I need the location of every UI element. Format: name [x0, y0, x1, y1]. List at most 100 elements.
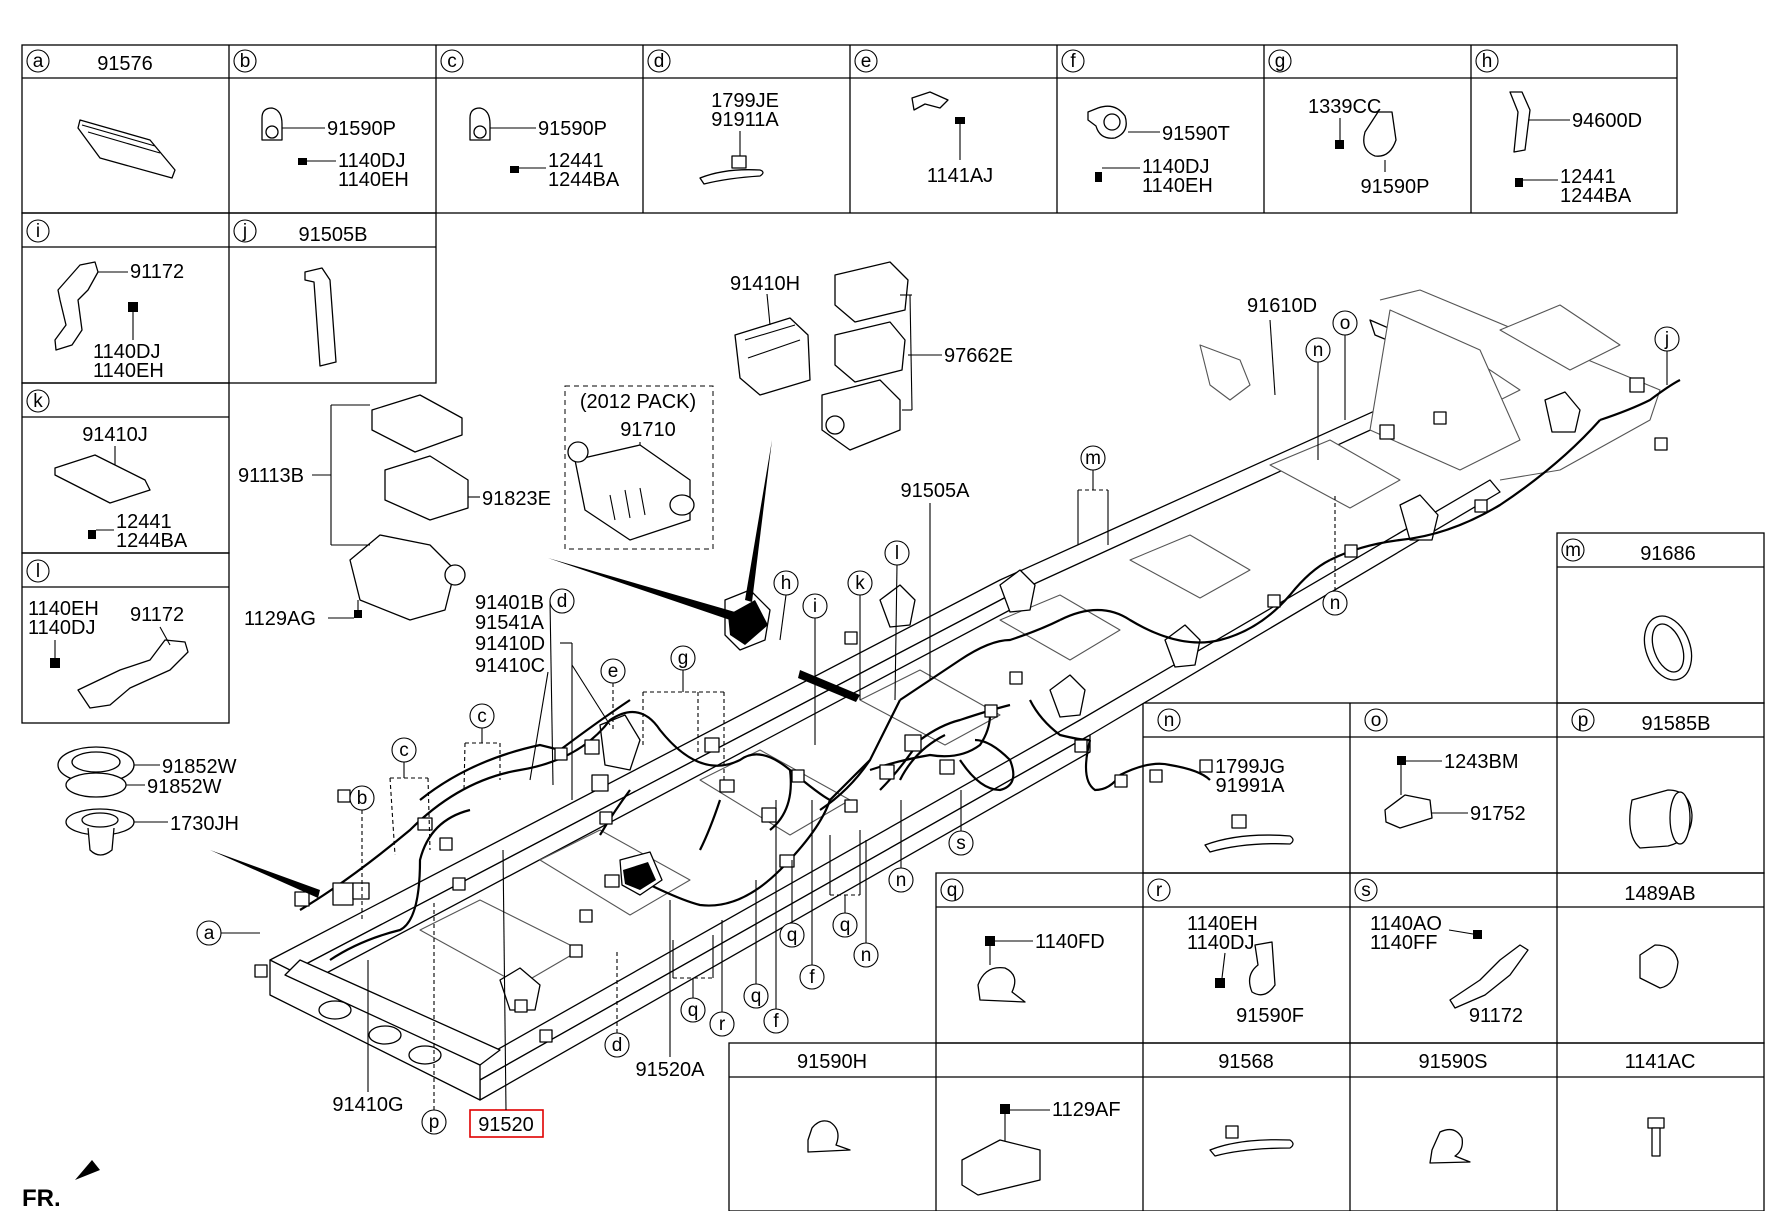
label-91401b: 91401B [475, 592, 544, 614]
bracket-part [1449, 944, 1529, 1009]
grid-cell-g: g 1339CC 91590P [1268, 49, 1430, 198]
front-marker: FR. [22, 1185, 61, 1211]
svg-text:l: l [895, 543, 899, 564]
svg-text:1140DJ: 1140DJ [338, 150, 405, 172]
svg-text:h: h [781, 573, 792, 594]
grid-cell-1129af: 1129AF [961, 1099, 1121, 1196]
svg-text:q: q [787, 925, 798, 946]
label-97662e: 97662E [944, 345, 1013, 367]
svg-text:1244BA: 1244BA [548, 169, 620, 191]
svg-text:n: n [1164, 710, 1175, 731]
svg-text:g: g [678, 648, 689, 669]
wire-harness [254, 377, 1681, 1043]
weatherstrip-part [77, 119, 176, 179]
grid-cell-b: b 91590P 1140DJ 1140EH [233, 49, 409, 191]
svg-text:91911A: 91911A [711, 109, 779, 131]
grid-cell-j: j 91505B [233, 219, 367, 367]
grid-cell-a: a 91576 [26, 49, 176, 179]
svg-text:91752: 91752 [1470, 803, 1526, 825]
label-91505a: 91505A [901, 480, 971, 502]
svg-text:1141AJ: 1141AJ [927, 165, 993, 187]
cell-letter-a: a [33, 51, 44, 72]
svg-text:1140EH: 1140EH [1187, 913, 1258, 935]
bracket-part [1509, 91, 1531, 153]
grid-cell-91590s: 91590S [1419, 1051, 1487, 1164]
pack-2012-group: (2012 PACK) 91710 [564, 385, 714, 550]
svg-text:d: d [557, 591, 568, 612]
svg-text:91590T: 91590T [1162, 123, 1230, 145]
grid-cell-c: c 91590P 12441 1244BA [440, 49, 620, 191]
clamp-part [1639, 944, 1679, 989]
svg-text:1140DJ: 1140DJ [28, 617, 95, 639]
svg-text:q: q [947, 880, 958, 901]
label-91610d: 91610D [1247, 295, 1317, 317]
clamp-part [807, 1120, 851, 1153]
grid-cell-m: m 91686 [1561, 538, 1696, 681]
svg-text:1140AO: 1140AO [1370, 913, 1442, 935]
svg-text:s: s [1361, 880, 1371, 901]
svg-text:k: k [33, 391, 43, 412]
svg-text:c: c [477, 706, 487, 727]
svg-text:91172: 91172 [130, 261, 184, 283]
bracket-part [54, 454, 151, 504]
svg-text:q: q [840, 915, 851, 936]
svg-text:1140EH: 1140EH [1142, 175, 1213, 197]
module-91710 [574, 444, 691, 541]
svg-text:1339CC: 1339CC [1308, 96, 1381, 118]
svg-text:1140DJ: 1140DJ [1187, 932, 1254, 954]
svg-text:1140EH: 1140EH [338, 169, 409, 191]
label-91410h: 91410H [730, 273, 800, 295]
grid-cell-91568: 91568 [1209, 1051, 1294, 1157]
parts-grid-right [728, 532, 1765, 1212]
label-91520a: 91520A [636, 1059, 706, 1081]
svg-text:f: f [1070, 51, 1076, 72]
bracket-part [911, 91, 949, 111]
svg-text:1141AC: 1141AC [1625, 1051, 1696, 1073]
svg-text:b: b [357, 788, 368, 809]
clamp-part [977, 966, 1026, 1003]
grid-cell-l: l 1140EH 1140DJ 91172 [26, 559, 189, 709]
svg-text:1140DJ: 1140DJ [1142, 156, 1209, 178]
relay-box-group: 91410H 97662E [730, 261, 1013, 451]
svg-text:n: n [1330, 593, 1341, 614]
svg-text:c: c [399, 740, 409, 761]
svg-text:m: m [1565, 540, 1581, 561]
svg-text:94600D: 94600D [1572, 110, 1642, 132]
svg-text:b: b [240, 51, 251, 72]
label-91823e: 91823E [482, 488, 551, 510]
pointer-wedges [75, 440, 860, 1180]
main-part-labels: 91401B 91541A 91410D 91410C 91410G 91520… [22, 295, 1317, 1212]
label-91852w-b: 91852W [147, 776, 222, 798]
label-91410d: 91410D [475, 633, 545, 655]
grid-cell-e: e 1141AJ [854, 49, 993, 187]
svg-text:i: i [813, 596, 817, 617]
grid-cell-h: h 94600D 12441 1244BA [1475, 49, 1642, 207]
svg-text:p: p [429, 1112, 440, 1133]
svg-text:91172: 91172 [130, 604, 184, 626]
svg-text:91686: 91686 [1640, 543, 1696, 565]
bracket-part [54, 261, 99, 351]
grid-cell-r: r 1140EH 1140DJ 91590F [1147, 878, 1304, 1027]
svg-text:s: s [956, 833, 966, 854]
label-91520: 91520 [478, 1114, 534, 1136]
cable-tie-part [1209, 1139, 1294, 1157]
svg-text:e: e [608, 661, 619, 682]
grid-cell-d: d 1799JE 91911A [647, 49, 779, 185]
grid-cell-i: i 91172 1140DJ 1140EH [26, 219, 184, 382]
svg-text:l: l [36, 561, 40, 582]
svg-text:m: m [1085, 448, 1101, 469]
svg-text:o: o [1371, 710, 1382, 731]
cable-tie-part [699, 169, 764, 185]
clamp-part [1248, 941, 1276, 996]
svg-text:91590P: 91590P [327, 118, 396, 140]
svg-text:1140DJ: 1140DJ [93, 341, 160, 363]
svg-text:91590P: 91590P [1361, 176, 1430, 198]
grid-cell-o: o 1243BM 91752 [1364, 708, 1526, 829]
svg-text:q: q [688, 1000, 699, 1021]
bracket-part [961, 1139, 1041, 1196]
bracket-part [304, 267, 337, 367]
label-2012-pack: (2012 PACK) [580, 391, 696, 413]
highlighted-part-box [469, 1109, 544, 1138]
